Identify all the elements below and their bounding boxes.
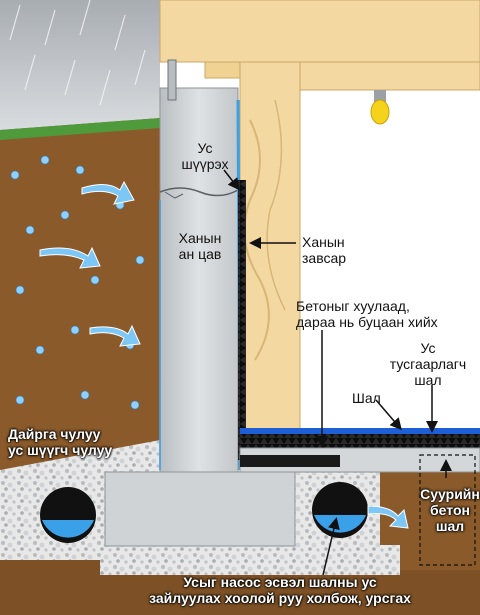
- drain-pipe-right: [312, 482, 368, 538]
- drain-pipe-left: [40, 487, 96, 543]
- label-waterproof-floor-line-2: тусгаарлагч: [389, 356, 467, 372]
- concrete-footing: [104, 471, 296, 547]
- drain-flow-arrow: [367, 505, 409, 529]
- label-floor: Шал: [352, 390, 381, 406]
- wood-joist-top: [159, 0, 480, 63]
- label-drain-pipe-line-1: Усыг насос эсвэл шалны ус: [183, 574, 377, 590]
- grass: [0, 118, 160, 140]
- label-wall-line-2: ан цав: [178, 246, 222, 262]
- label-wall-liner-line-2: завсар: [302, 250, 347, 266]
- slab-dashed-outline: [419, 454, 476, 566]
- light-bulb-icon: [370, 90, 390, 125]
- label-drain-pipe-line-2: зайлуулах хоолой руу холбож, урсгах: [149, 590, 411, 606]
- water-droplets: [10, 155, 145, 410]
- label-water-crack: Ус шүүрэх: [170, 140, 240, 172]
- label-wall-liner: Ханын завсар: [302, 234, 346, 266]
- label-footing-slab: Суурийн бетон шал: [420, 486, 480, 534]
- rain: [9, 0, 146, 106]
- floor-gap-channel: [240, 455, 340, 467]
- label-waterproof-floor-line-3: шал: [414, 372, 442, 388]
- label-gravel-line-1: Дайрга чулуу: [8, 426, 101, 442]
- label-waterproof-floor-line-1: Ус: [420, 340, 436, 356]
- label-pour-concrete: Бетоныг хуулаад, дараа нь буцаан хийх: [296, 298, 438, 330]
- label-wall-line-1: Ханын: [178, 230, 222, 246]
- sky: [0, 0, 160, 130]
- water-flow-arrows: [39, 180, 141, 347]
- wood-stud-panel: [239, 61, 301, 443]
- label-water-crack-line-2: шүүрэх: [181, 156, 229, 172]
- label-pour-concrete-line-2: дараа нь буцаан хийх: [296, 314, 438, 330]
- label-footing-slab-line-1: Суурийн: [420, 486, 480, 502]
- label-wall: Ханын ан цав: [164, 230, 236, 262]
- floor-liner: [240, 434, 480, 448]
- label-footing-slab-line-3: шал: [435, 518, 465, 534]
- label-waterproof-floor: Ус тусгаарлагч шал: [378, 340, 478, 388]
- downspout: [167, 59, 177, 101]
- wood-beam: [299, 61, 480, 91]
- label-footing-slab-line-2: бетон: [430, 502, 470, 518]
- label-water-crack-line-1: Ус: [197, 140, 213, 156]
- label-floor-text: Шал: [352, 390, 381, 406]
- label-gravel: Дайрга чулуу ус шүүгч чулуу: [8, 426, 112, 458]
- wall-liner: [238, 180, 246, 460]
- label-wall-liner-line-1: Ханын: [302, 234, 345, 250]
- pointer-lines: [223, 169, 452, 576]
- label-gravel-line-2: ус шүүгч чулуу: [8, 442, 113, 458]
- label-pour-concrete-line-1: Бетоныг хуулаад,: [296, 298, 410, 314]
- concrete-wall: [159, 87, 239, 479]
- label-drain-pipe: Усыг насос эсвэл шалны ус зайлуулах хоол…: [130, 574, 430, 606]
- floor-blue-layer: [240, 428, 480, 434]
